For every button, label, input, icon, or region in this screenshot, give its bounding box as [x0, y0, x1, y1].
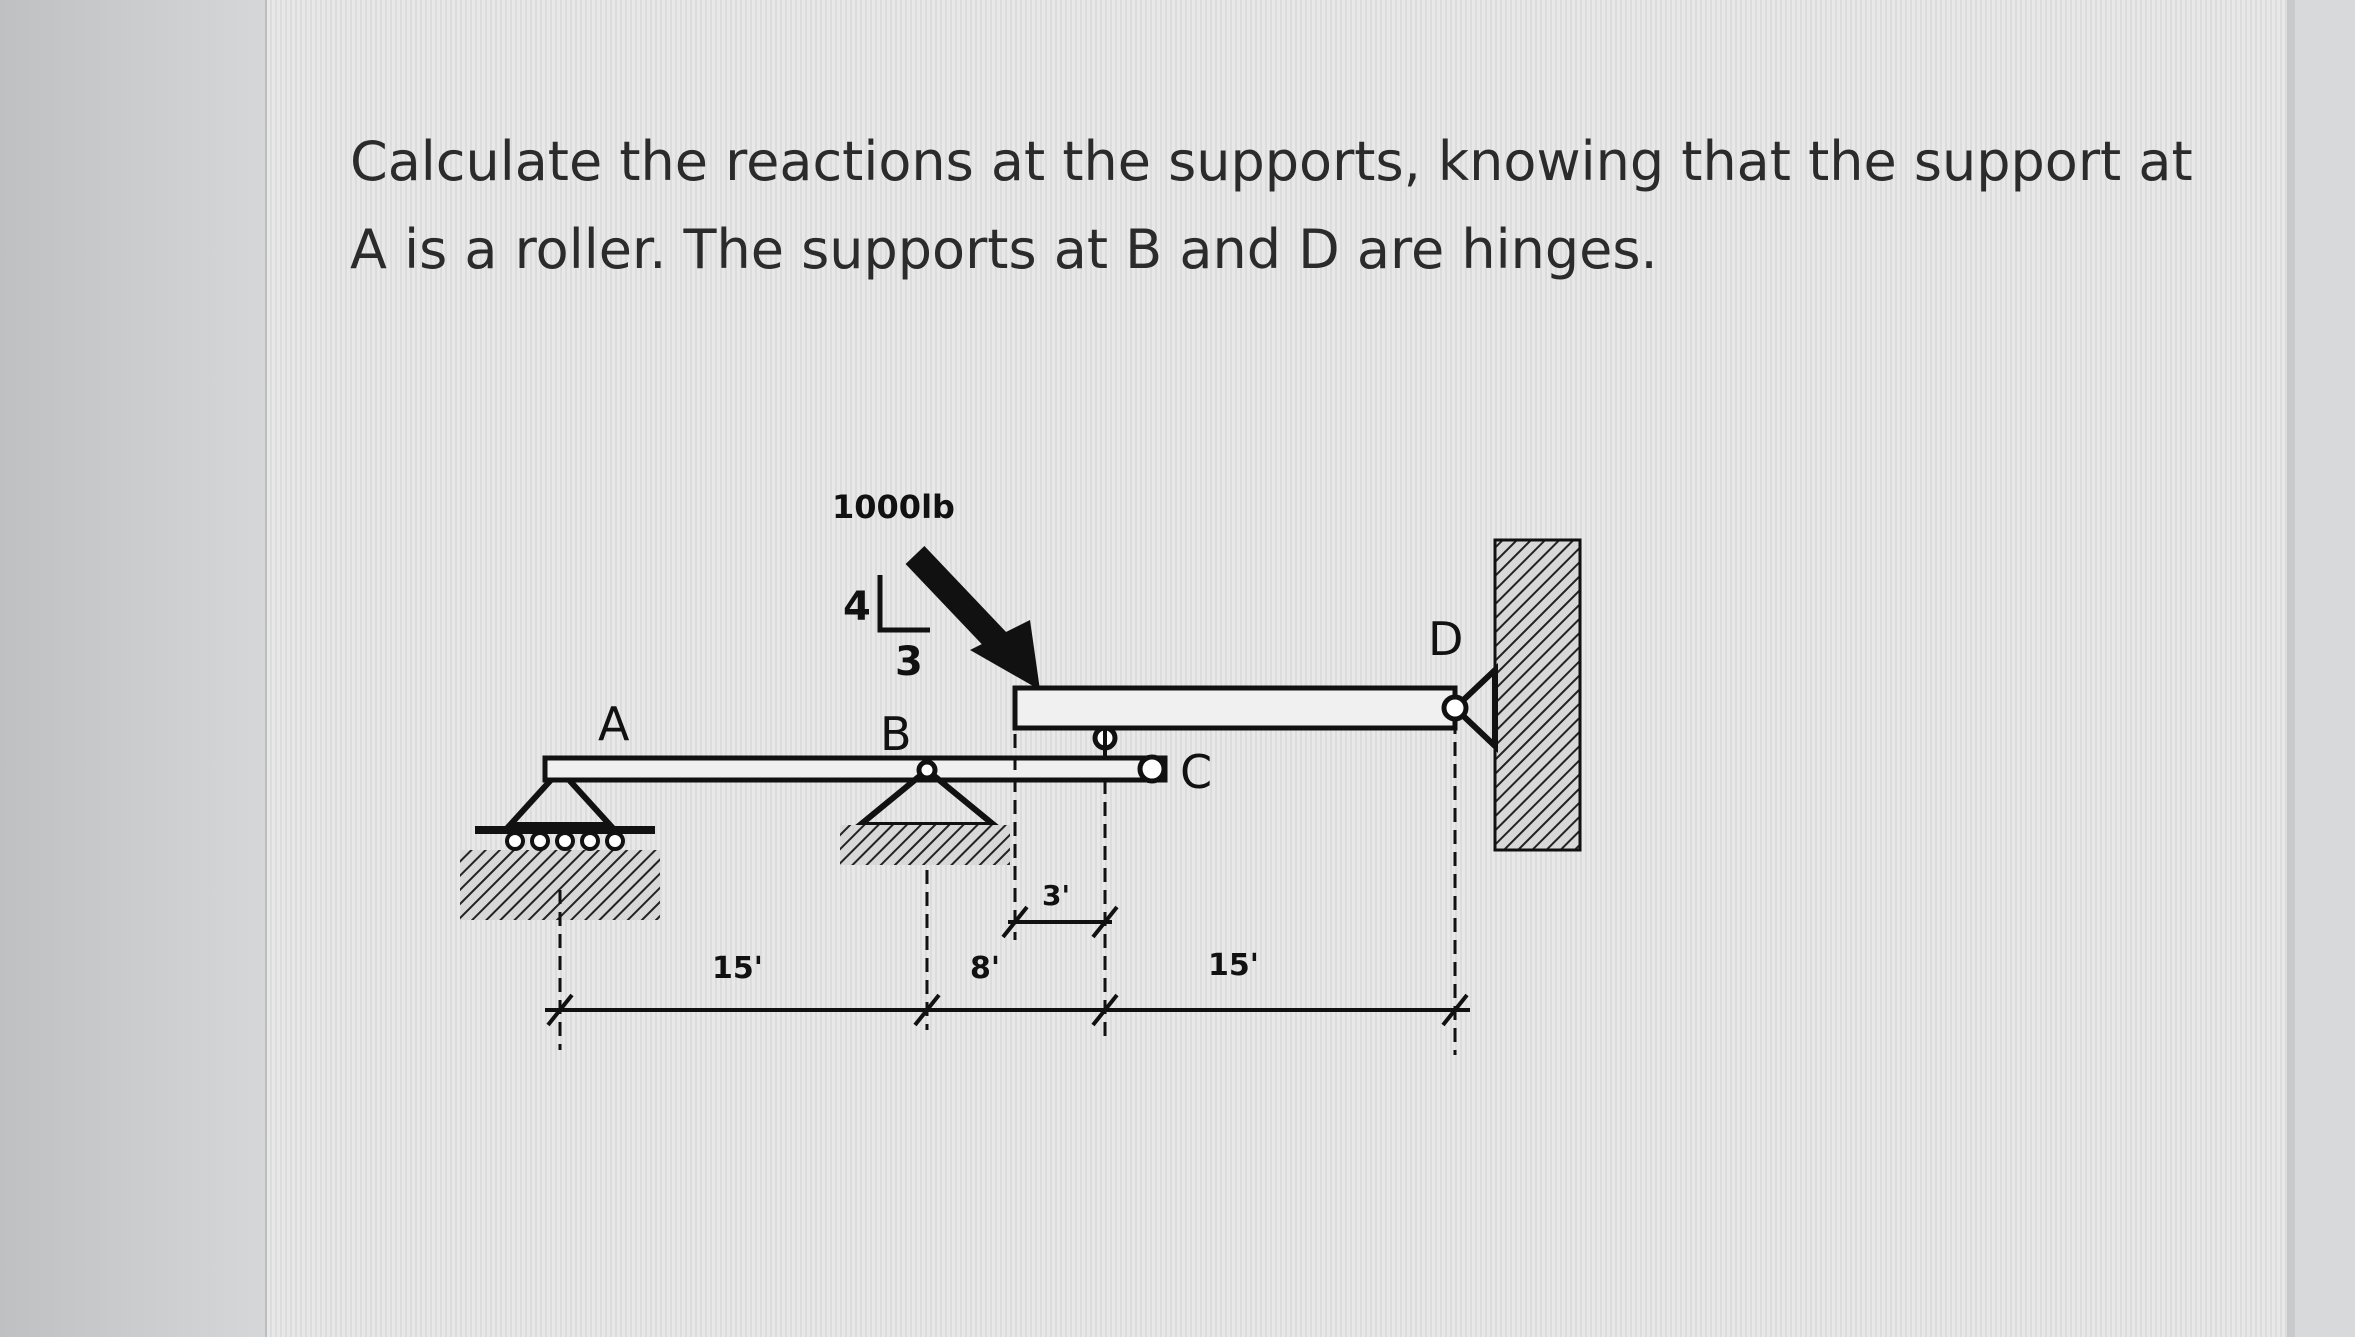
label-d: D	[1428, 612, 1463, 666]
load-arrow-head	[970, 620, 1040, 690]
extension-lines	[558, 690, 1457, 1055]
ground-a-hatch	[460, 850, 660, 920]
hinge-pin-d	[1441, 694, 1469, 722]
ground-b-hatch	[840, 825, 1010, 865]
slope-vertical-label: 4	[843, 584, 871, 630]
dimension-b-load: 8'	[970, 951, 1000, 986]
dimension-ticks	[546, 905, 1469, 1027]
wall-d	[1493, 538, 1582, 852]
roller-support-a	[503, 765, 617, 828]
roller-wheels	[505, 831, 625, 851]
label-c: C	[1180, 745, 1212, 799]
label-a: A	[598, 697, 630, 751]
load-label: 1000lb	[832, 488, 955, 526]
beam-abc	[542, 755, 1168, 783]
dimension-load-c: 3'	[1042, 879, 1070, 912]
dimension-ab: 15'	[712, 951, 763, 986]
hinge-pin-b	[916, 759, 938, 781]
beam-upper-cd	[1012, 685, 1458, 731]
beam-diagram: 4 3 1000lb A B C D 15' 8' 3' 15'	[460, 488, 1582, 1055]
problem-statement: Calculate the reactions at the supports,…	[350, 130, 2193, 281]
dimension-cd: 15'	[1208, 948, 1259, 983]
label-b: B	[880, 707, 912, 761]
hinge-support-d	[1450, 663, 1498, 753]
desktop-background-right	[2295, 0, 2355, 1337]
question-card	[265, 0, 2289, 1337]
slope-horizontal-label: 3	[895, 639, 923, 685]
desktop-background	[0, 0, 265, 1337]
hinge-c-end	[1137, 754, 1167, 784]
slope-triangle	[877, 575, 930, 633]
